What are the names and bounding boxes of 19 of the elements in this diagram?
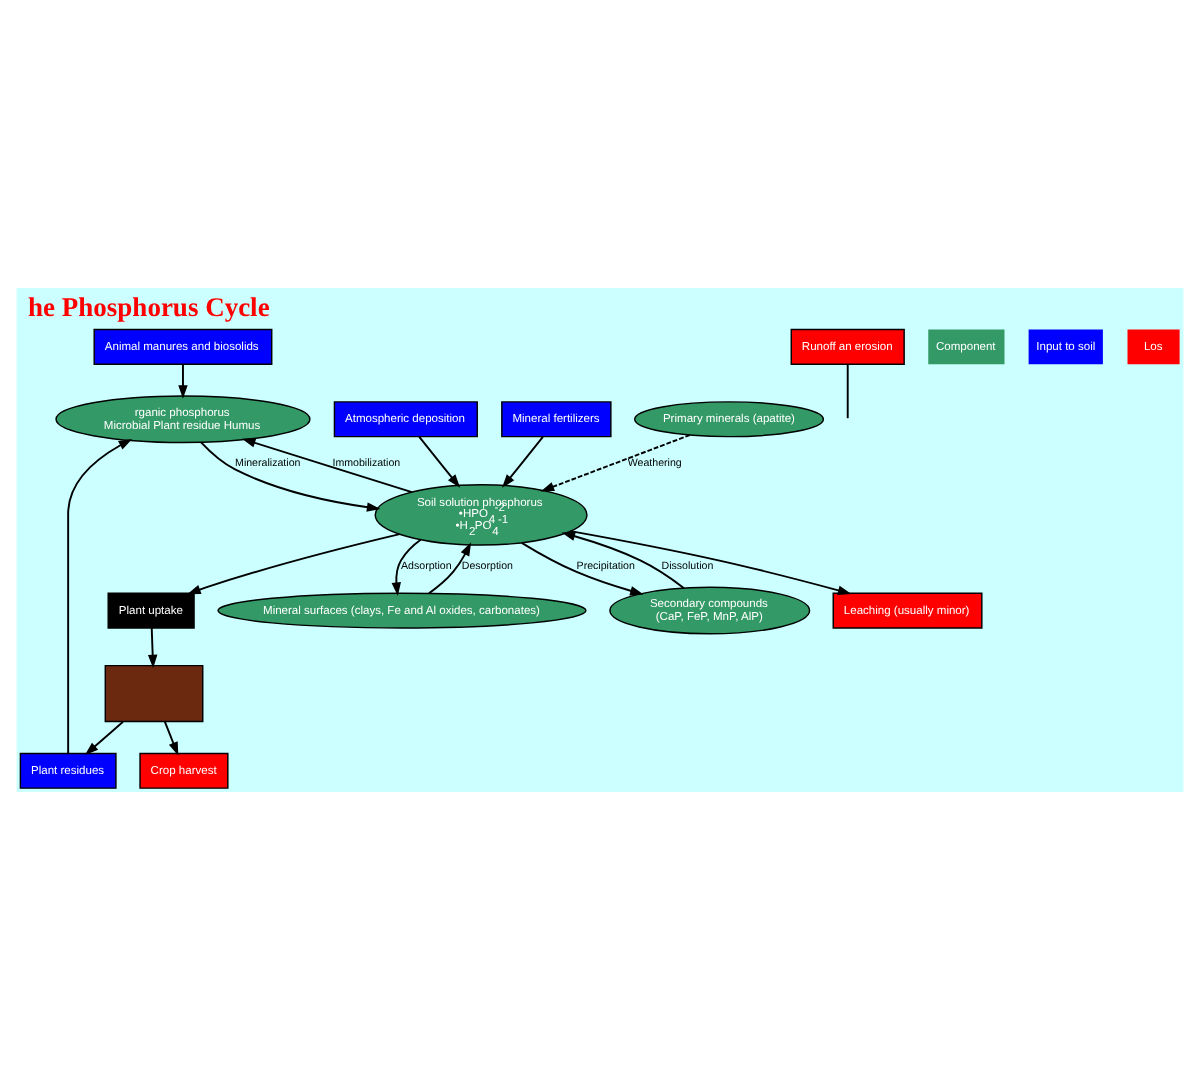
arrow: [163, 719, 179, 755]
arrow: [561, 530, 685, 589]
arrow: [391, 537, 422, 595]
arrow: [84, 719, 124, 755]
arrow: [540, 433, 691, 491]
node-box: [104, 663, 204, 722]
arrow: [502, 435, 544, 487]
diagram-title: he Phosphorus Cycle: [28, 291, 270, 322]
arrow: [427, 541, 472, 594]
connector: [846, 362, 849, 419]
arrow: [147, 626, 158, 668]
arrow: [520, 540, 644, 595]
arrow: [418, 435, 461, 487]
arrow: [241, 437, 413, 493]
arrow: [200, 440, 381, 511]
arrow: [569, 529, 852, 594]
arrow: [178, 362, 188, 398]
arrow: [67, 437, 133, 754]
arrow: [187, 532, 401, 594]
